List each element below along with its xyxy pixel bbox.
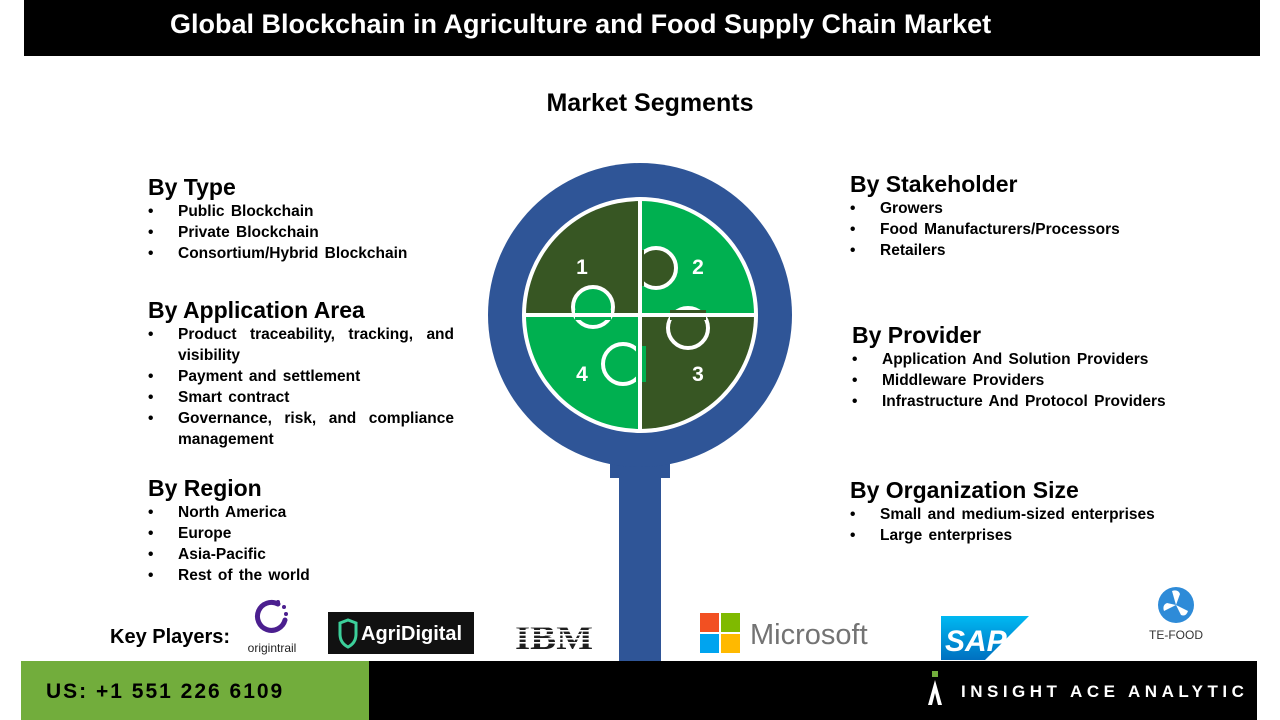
origintrail-logo-text: origintrail <box>248 641 297 655</box>
ibm-logo-text: IBM <box>515 620 593 654</box>
segment-heading: By Organization Size <box>850 477 1079 503</box>
list-item: Product traceability, tracking, and visi… <box>148 324 454 366</box>
list-item: Rest of the world <box>148 565 468 586</box>
list-item: Private Blockchain <box>148 222 468 243</box>
segment-heading: By Provider <box>852 322 982 348</box>
ibm-logo: IBM <box>512 620 600 654</box>
section-subtitle: Market Segments <box>546 89 754 117</box>
phone-number[interactable]: US: +1 551 226 6109 <box>46 680 285 703</box>
te-food-logo: TE-FOOD <box>1149 587 1203 642</box>
list-item: Infrastructure And Protocol Providers <box>852 391 1232 412</box>
agridigital-logo: AgriDigital <box>328 612 474 654</box>
segment-by-type: By Type Public Blockchain Private Blockc… <box>148 173 468 264</box>
footer-brand-bar: INSIGHT ACE ANALYTIC <box>369 661 1257 720</box>
segment-by-application: By Application Area Product traceability… <box>148 296 454 450</box>
list-item: Food Manufacturers/Processors <box>850 219 1190 240</box>
sap-logo-text: SAP <box>945 625 1008 658</box>
footer-contact: US: +1 551 226 6109 <box>21 661 369 720</box>
list-item: Europe <box>148 523 468 544</box>
agridigital-logo-text: AgriDigital <box>361 623 462 645</box>
te-food-logo-text: TE-FOOD <box>1149 628 1203 642</box>
segment-by-stakeholder: By Stakeholder Growers Food Manufacturer… <box>850 170 1190 261</box>
origintrail-logo: origintrail <box>248 599 297 655</box>
list-item: Retailers <box>850 240 1190 261</box>
page-title: Global Blockchain in Agriculture and Foo… <box>170 9 992 39</box>
microsoft-logo: Microsoft <box>700 613 868 653</box>
segment-heading: By Stakeholder <box>850 171 1018 197</box>
segment-heading: By Type <box>148 174 236 200</box>
title-bar: Global Blockchain in Agriculture and Foo… <box>24 0 1260 56</box>
list-item: Payment and settlement <box>148 366 454 387</box>
list-item: Application And Solution Providers <box>852 349 1232 370</box>
sap-logo: SAP <box>941 616 1029 660</box>
insightace-logo <box>928 671 942 705</box>
magnifier-puzzle-icon: 1 2 3 4 <box>488 163 792 665</box>
brand-name: INSIGHT ACE ANALYTIC <box>961 682 1249 701</box>
list-item: Public Blockchain <box>148 201 468 222</box>
list-item: Smart contract <box>148 387 454 408</box>
segment-heading: By Region <box>148 475 262 501</box>
segment-by-region: By Region North America Europe Asia-Paci… <box>148 474 468 586</box>
key-players-label: Key Players: <box>110 626 231 648</box>
list-item: Middleware Providers <box>852 370 1232 391</box>
segment-heading: By Application Area <box>148 297 365 323</box>
list-item: Governance, risk, and compliance managem… <box>148 408 454 450</box>
puzzle-number-4: 4 <box>576 363 588 386</box>
microsoft-logo-text: Microsoft <box>750 619 868 651</box>
segment-by-provider: By Provider Application And Solution Pro… <box>852 321 1232 412</box>
puzzle-number-2: 2 <box>692 256 704 279</box>
list-item: Asia-Pacific <box>148 544 468 565</box>
list-item: Consortium/Hybrid Blockchain <box>148 243 468 264</box>
puzzle-number-1: 1 <box>576 256 588 279</box>
list-item: North America <box>148 502 468 523</box>
puzzle-number-3: 3 <box>692 363 704 386</box>
list-item: Small and medium-sized enterprises <box>850 504 1230 525</box>
list-item: Growers <box>850 198 1190 219</box>
list-item: Large enterprises <box>850 525 1230 546</box>
segment-by-organization-size: By Organization Size Small and medium-si… <box>850 476 1230 546</box>
